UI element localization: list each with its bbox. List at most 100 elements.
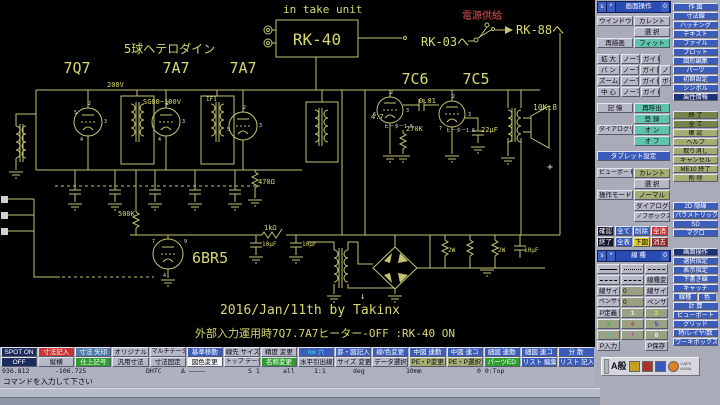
button[interactable]: 選 択	[634, 179, 670, 189]
button[interactable]: 中図 連動	[409, 347, 446, 357]
button[interactable]: ガイド	[640, 76, 660, 86]
button[interactable]: グリッド	[673, 320, 718, 328]
button[interactable]: 全消	[651, 226, 668, 236]
button[interactable]: パラメトリック	[673, 211, 718, 219]
button[interactable]: 0	[621, 297, 644, 307]
button[interactable]: 下書き線	[673, 275, 718, 283]
button[interactable]: トップ データ	[223, 357, 260, 367]
button[interactable]: 縦横	[38, 357, 75, 367]
button[interactable]: リスト 記入	[557, 357, 594, 367]
button[interactable]	[597, 264, 620, 274]
button[interactable]: パーツ	[673, 66, 718, 74]
button[interactable]: キャンセル	[673, 156, 718, 164]
button[interactable]: 線種変	[645, 275, 668, 285]
button[interactable]: 確認	[597, 226, 614, 236]
button[interactable]: プロット	[673, 48, 718, 56]
window-button[interactable]: 0	[661, 251, 670, 261]
button[interactable]: 初期設定	[673, 75, 718, 83]
button[interactable]: マクロ	[673, 229, 718, 237]
button[interactable]: 特/レイヤ/数	[673, 329, 718, 337]
button[interactable]: ダイアログリスト	[597, 125, 633, 135]
button[interactable]: パ ン	[597, 65, 620, 75]
button[interactable]: ガイド	[640, 65, 660, 75]
button[interactable]: 寸法記入	[38, 347, 75, 357]
button[interactable]: PE・P変更	[409, 357, 446, 367]
button[interactable]: 選択指定	[673, 257, 718, 265]
button[interactable]: 終了	[597, 237, 614, 247]
button[interactable]: 消去	[651, 237, 668, 247]
button[interactable]: ビューポート	[673, 311, 718, 319]
button[interactable]: 汎用寸法	[112, 357, 149, 367]
button[interactable]: 取り消し	[673, 147, 718, 155]
button[interactable]: 再描画	[597, 38, 633, 48]
button[interactable]: P定義	[597, 308, 620, 318]
button[interactable]: 名称変更	[260, 357, 297, 367]
button[interactable]: P入力	[597, 341, 620, 351]
button[interactable]: ズーム	[597, 76, 620, 86]
button[interactable]: 精度 変更	[260, 347, 297, 357]
ime-help-icon[interactable]	[667, 361, 679, 372]
button[interactable]: サイズ 変更	[335, 357, 372, 367]
button[interactable]: 終 了	[673, 111, 718, 119]
button[interactable]: テキスト	[673, 30, 718, 38]
button[interactable]: 2D 隠線	[673, 202, 718, 210]
button[interactable]: 分 散	[557, 347, 594, 357]
button[interactable]: 細図 連コ	[520, 347, 557, 357]
button[interactable]	[621, 264, 644, 274]
button[interactable]: 中図 連コ	[446, 347, 483, 357]
button[interactable]: ダイアログ	[634, 201, 670, 211]
button[interactable]: 4	[621, 319, 644, 329]
window-button[interactable]: s	[598, 2, 607, 12]
button[interactable]: カレント	[634, 168, 670, 178]
button[interactable]: 線種	[673, 293, 697, 301]
button[interactable]: 水平引出線	[298, 357, 335, 367]
button[interactable]: P保存	[645, 341, 668, 351]
button[interactable]: 画面操作	[673, 248, 718, 256]
button[interactable]: 作 図	[673, 3, 718, 11]
button[interactable]: 属性情報	[673, 93, 718, 101]
button[interactable]: 登 録	[634, 114, 670, 124]
button[interactable]: シンボル	[673, 84, 718, 92]
button[interactable]: カレント	[634, 16, 670, 26]
button[interactable]: PE・P選択	[446, 357, 483, 367]
button[interactable]: OFF	[1, 357, 38, 367]
button[interactable]: ノブ	[660, 65, 671, 75]
ime-dictionary-icon[interactable]	[641, 361, 653, 372]
button[interactable]: 色	[698, 293, 716, 301]
button[interactable]: SD	[673, 220, 718, 228]
button[interactable]: オ ン	[634, 125, 670, 135]
button[interactable]: 記 憶	[597, 103, 633, 113]
screen-ops-window-titlebar[interactable]: s * 画面操作 0	[597, 1, 671, 13]
button[interactable]: 再呼出	[634, 103, 670, 113]
button[interactable]: 図形編集	[673, 57, 718, 65]
button[interactable]: 確 認	[673, 129, 718, 137]
button[interactable]: 全表	[615, 237, 632, 247]
button[interactable]: ペンサ変	[645, 297, 668, 307]
button[interactable]: ME10 終了	[673, 165, 718, 173]
button[interactable]: 計 算	[673, 302, 718, 310]
button[interactable]: ノーマル	[621, 87, 640, 97]
button[interactable]: 7	[621, 330, 644, 340]
button[interactable]: オ フ	[634, 136, 670, 146]
button[interactable]: 操作モード	[597, 190, 633, 200]
button[interactable]: 線先 サイズ	[223, 347, 260, 357]
linetype-window-titlebar[interactable]: s * 線 種 0	[597, 250, 671, 262]
window-button[interactable]: *	[607, 2, 616, 12]
button[interactable]: 0	[621, 286, 644, 296]
button[interactable]: 罫・図記入	[335, 347, 372, 357]
button[interactable]: ノーマル	[634, 190, 670, 200]
button[interactable]: ノーマル	[620, 76, 640, 86]
button[interactable]: 5	[645, 319, 668, 329]
command-prompt[interactable]: コマンドを入力して下さい	[3, 377, 93, 386]
ime-tools-icon[interactable]	[628, 361, 640, 372]
button[interactable]: 選 択	[634, 27, 670, 37]
button[interactable]: 仕上記号	[75, 357, 112, 367]
button[interactable]: フィット	[634, 38, 670, 48]
button[interactable]	[621, 275, 644, 285]
button[interactable]: ペンサイズ	[597, 297, 620, 307]
button[interactable]: 中 心	[597, 87, 620, 97]
button[interactable]: 削 除	[673, 174, 718, 182]
button[interactable]: 基準移動	[186, 347, 223, 357]
